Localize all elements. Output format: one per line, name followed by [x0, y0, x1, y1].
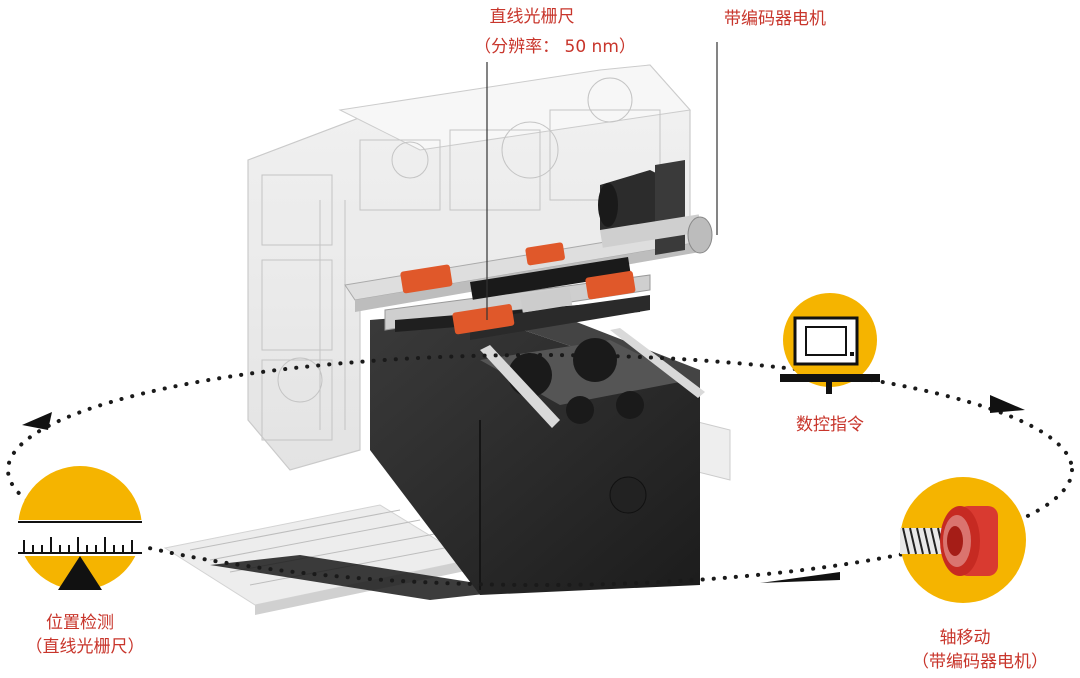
control-loop-path: [6, 353, 1074, 587]
cnc-command-icon: [780, 293, 880, 394]
axis-move-icon: [900, 477, 1026, 603]
ghost-base-plate: [163, 504, 520, 615]
arrow-bottom: [760, 572, 840, 583]
servo-motor: [598, 160, 713, 255]
axis-move-sub: （带编码器电机）: [912, 652, 1048, 672]
linear-scale-resolution: （分辨率： 50 nm）: [474, 37, 636, 57]
leader-lines: [486, 42, 718, 320]
position-detect-icon: [18, 466, 142, 590]
motor-top-label: 带编码器电机: [724, 9, 826, 29]
linear-scale-heads: [400, 242, 636, 335]
linear-scale-title: 直线光栅尺: [489, 7, 575, 27]
arrow-left: [22, 412, 52, 430]
position-detect-title: 位置检测: [46, 613, 114, 633]
arrow-right: [990, 395, 1025, 413]
cnc-command-label: 数控指令: [796, 415, 864, 435]
position-detect-sub: （直线光栅尺）: [25, 637, 145, 657]
axis-move-title: 轴移动: [939, 628, 991, 648]
loop-arrows: [22, 395, 1025, 583]
motor-encoder-icon: [940, 506, 998, 576]
